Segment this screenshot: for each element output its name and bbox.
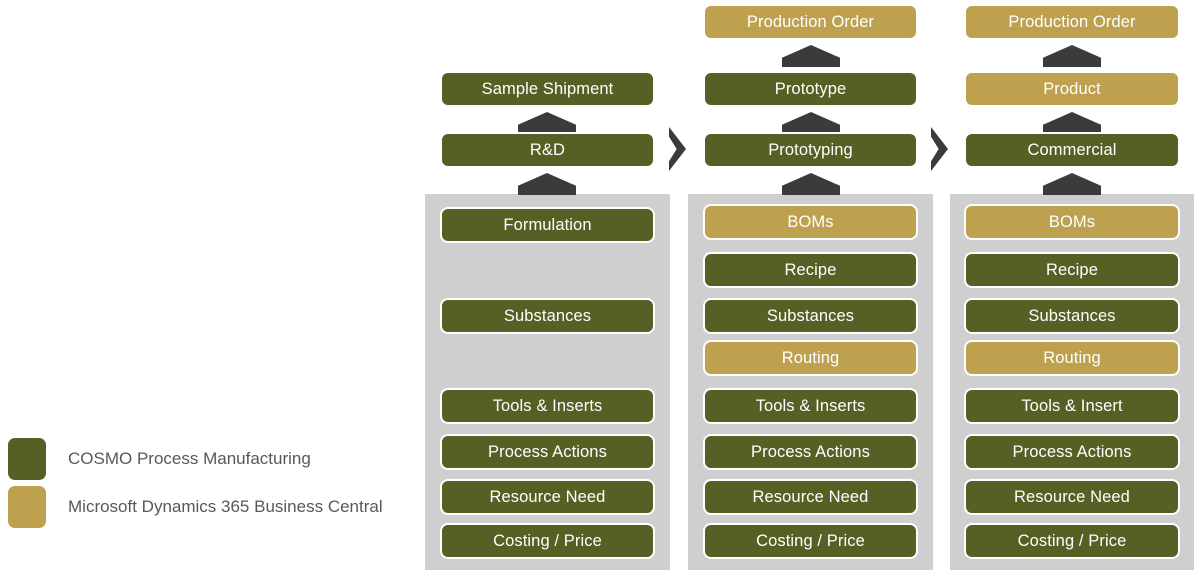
node-commercial[interactable]: Commercial — [964, 132, 1180, 168]
node-resource-need[interactable]: Resource Need — [964, 479, 1180, 515]
right-arrow-icon — [931, 127, 948, 171]
node-process-actions[interactable]: Process Actions — [964, 434, 1180, 470]
right-arrow-icon — [669, 127, 686, 171]
node-costing-price[interactable]: Costing / Price — [440, 523, 655, 559]
node-recipe[interactable]: Recipe — [703, 252, 918, 288]
up-arrow-icon — [1043, 45, 1101, 67]
node-recipe[interactable]: Recipe — [964, 252, 1180, 288]
node-product[interactable]: Product — [964, 71, 1180, 107]
legend-label-cosmo: COSMO Process Manufacturing — [68, 449, 311, 468]
node-rnd[interactable]: R&D — [440, 132, 655, 168]
node-production-order[interactable]: Production Order — [703, 4, 918, 40]
node-resource-need[interactable]: Resource Need — [440, 479, 655, 515]
node-routing[interactable]: Routing — [964, 340, 1180, 376]
node-prototype[interactable]: Prototype — [703, 71, 918, 107]
node-production-order[interactable]: Production Order — [964, 4, 1180, 40]
up-arrow-icon — [782, 173, 840, 195]
node-tools-inserts[interactable]: Tools & Inserts — [703, 388, 918, 424]
node-prototyping[interactable]: Prototyping — [703, 132, 918, 168]
node-tools-insert[interactable]: Tools & Insert — [964, 388, 1180, 424]
node-tools-inserts[interactable]: Tools & Inserts — [440, 388, 655, 424]
node-process-actions[interactable]: Process Actions — [440, 434, 655, 470]
up-arrow-icon — [518, 112, 576, 134]
up-arrow-icon — [1043, 173, 1101, 195]
node-substances[interactable]: Substances — [440, 298, 655, 334]
legend-label-business-central: Microsoft Dynamics 365 Business Central — [68, 497, 383, 516]
node-boms[interactable]: BOMs — [964, 204, 1180, 240]
node-costing-price[interactable]: Costing / Price — [964, 523, 1180, 559]
up-arrow-icon — [1043, 112, 1101, 134]
node-substances[interactable]: Substances — [964, 298, 1180, 334]
up-arrow-icon — [782, 45, 840, 67]
node-routing[interactable]: Routing — [703, 340, 918, 376]
legend-swatch-green-icon — [8, 438, 46, 480]
node-boms[interactable]: BOMs — [703, 204, 918, 240]
node-process-actions[interactable]: Process Actions — [703, 434, 918, 470]
node-resource-need[interactable]: Resource Need — [703, 479, 918, 515]
node-substances[interactable]: Substances — [703, 298, 918, 334]
up-arrow-icon — [518, 173, 576, 195]
up-arrow-icon — [782, 112, 840, 134]
legend-swatch-gold-icon — [8, 486, 46, 528]
node-sample-shipment[interactable]: Sample Shipment — [440, 71, 655, 107]
node-costing-price[interactable]: Costing / Price — [703, 523, 918, 559]
node-formulation[interactable]: Formulation — [440, 207, 655, 243]
